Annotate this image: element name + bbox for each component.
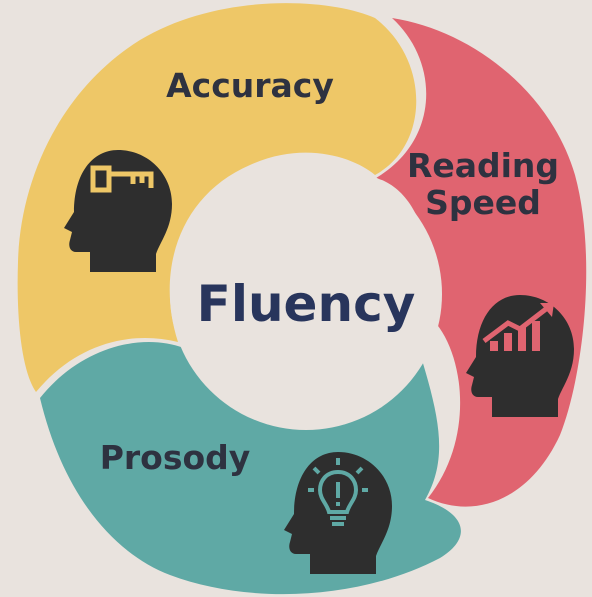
head-accuracy — [64, 150, 172, 272]
head-silhouette — [466, 295, 574, 417]
label-prosody: Prosody — [99, 438, 251, 477]
label-reading-speed: Reading Speed — [406, 146, 560, 222]
head-prosody — [284, 452, 392, 574]
segment-accuracy — [17, 3, 417, 393]
key-icon — [90, 165, 154, 193]
growth-chart-icon — [482, 303, 554, 351]
center-label-fluency: Fluency — [196, 275, 416, 333]
head-reading-speed — [466, 295, 574, 417]
center-disc — [170, 158, 442, 430]
lightbulb-icon — [308, 458, 368, 526]
label-accuracy: Accuracy — [166, 66, 334, 105]
